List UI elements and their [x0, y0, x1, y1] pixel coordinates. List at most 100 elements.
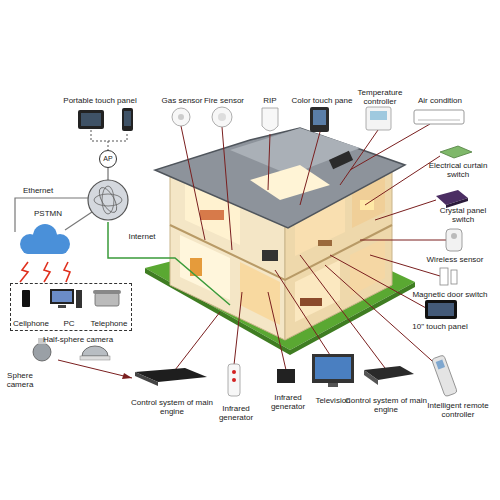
device-group-box: CellphonePCTelephone	[10, 283, 132, 331]
device-label: Infrared generator	[213, 404, 259, 422]
half-sphere-camera	[82, 346, 108, 356]
vent	[418, 120, 460, 121]
leader-line	[175, 312, 220, 370]
remote-button	[232, 378, 236, 382]
door-switch	[451, 270, 457, 284]
leader-line	[268, 292, 286, 370]
gas-sensor-center	[178, 114, 184, 120]
globe-orbit	[94, 194, 122, 206]
device-label: Gas sensor	[157, 96, 207, 105]
roof-cut	[250, 165, 330, 200]
device-label: PSTMN	[28, 209, 68, 218]
device-label: Magnetic door switch	[405, 290, 495, 299]
room	[180, 235, 230, 300]
wireless-sensor-icon	[446, 229, 462, 251]
door-switch	[440, 268, 448, 285]
device-label: Color touch pane	[287, 96, 357, 105]
tablet	[78, 110, 104, 129]
roof	[155, 128, 405, 228]
device-label: Air condition	[410, 96, 470, 105]
skylight	[329, 151, 353, 169]
phone	[122, 108, 133, 131]
leader-line	[275, 270, 330, 355]
telephone-handset	[93, 290, 121, 294]
window	[360, 200, 374, 210]
air-condition-icon	[414, 110, 464, 124]
bed	[200, 210, 224, 220]
device-label: PC	[51, 319, 87, 328]
touch-panel-screen	[428, 303, 454, 316]
ap-line	[108, 168, 109, 180]
color-touch-icon	[310, 107, 329, 132]
device-label: Internet	[122, 232, 162, 241]
globe-orbit	[96, 185, 120, 215]
remote-icon	[228, 364, 240, 396]
device-label: Intelligent remote controller	[415, 401, 500, 419]
room	[240, 262, 280, 325]
sphere-camera	[33, 343, 51, 361]
cloud	[20, 224, 70, 254]
tv-icon	[312, 354, 354, 383]
sensor-lens	[451, 233, 457, 239]
touch-panel-icon	[425, 300, 457, 319]
leader-line	[222, 127, 232, 250]
leader-line	[360, 240, 446, 241]
arrow-head	[122, 373, 132, 379]
panel-bracket	[91, 130, 127, 150]
fire-sensor-center	[218, 113, 226, 121]
leader-line	[350, 124, 430, 170]
control-engine-side	[135, 372, 158, 386]
node-label: AP	[100, 155, 116, 163]
device-label: Control system of main engine	[127, 398, 217, 416]
bolt	[20, 262, 28, 282]
infrared-box	[277, 369, 295, 383]
device-label: Telephone	[87, 319, 131, 328]
device-label: Portable touch panel	[55, 96, 145, 105]
bolt	[44, 262, 50, 282]
device-label: Crystal panel switch	[432, 206, 494, 224]
device-label: RIP	[255, 96, 285, 105]
device-label: Sphere camera	[2, 371, 38, 389]
device-label: Electrical curtain switch	[418, 161, 498, 179]
access-point-circle: AP	[99, 150, 117, 168]
pc-case	[76, 290, 82, 308]
gas-sensor-icon	[172, 108, 190, 126]
bolt	[64, 262, 70, 282]
leader-line	[300, 255, 385, 368]
sofa	[300, 298, 322, 306]
device-label: 10" touch panel	[405, 322, 475, 331]
device-label: Half-sphere camera	[33, 335, 123, 344]
pstmn-line	[65, 212, 92, 230]
camera-wire	[58, 360, 132, 378]
tv-wall	[262, 250, 278, 261]
internet-line	[108, 222, 230, 305]
tablet-screen	[81, 113, 101, 126]
router-globe	[88, 180, 128, 220]
leader-line	[330, 255, 426, 308]
leader-line	[181, 126, 205, 240]
temperature-lcd	[370, 111, 387, 120]
leader-line	[375, 200, 436, 220]
telephone-icon	[95, 293, 119, 306]
rip-sensor-icon	[262, 108, 278, 131]
leader-lines	[58, 124, 446, 378]
cloud-part	[22, 242, 68, 254]
lightning	[20, 262, 70, 282]
leader-line	[234, 292, 242, 365]
intelligent-remote	[432, 355, 458, 397]
curtain-switch-icon	[440, 146, 472, 158]
fire-sensor-icon	[212, 107, 232, 127]
tv-screen	[315, 357, 351, 379]
room	[295, 260, 340, 322]
leader-line	[325, 265, 440, 368]
room	[350, 238, 385, 296]
leader-line	[300, 132, 320, 205]
crystal-switch-icon	[436, 190, 468, 205]
remote-screen	[436, 360, 445, 370]
device-label: Infrared generator	[265, 393, 311, 411]
color-touch-screen	[313, 110, 326, 125]
pc-screen	[52, 291, 72, 302]
remote-button	[232, 370, 236, 374]
